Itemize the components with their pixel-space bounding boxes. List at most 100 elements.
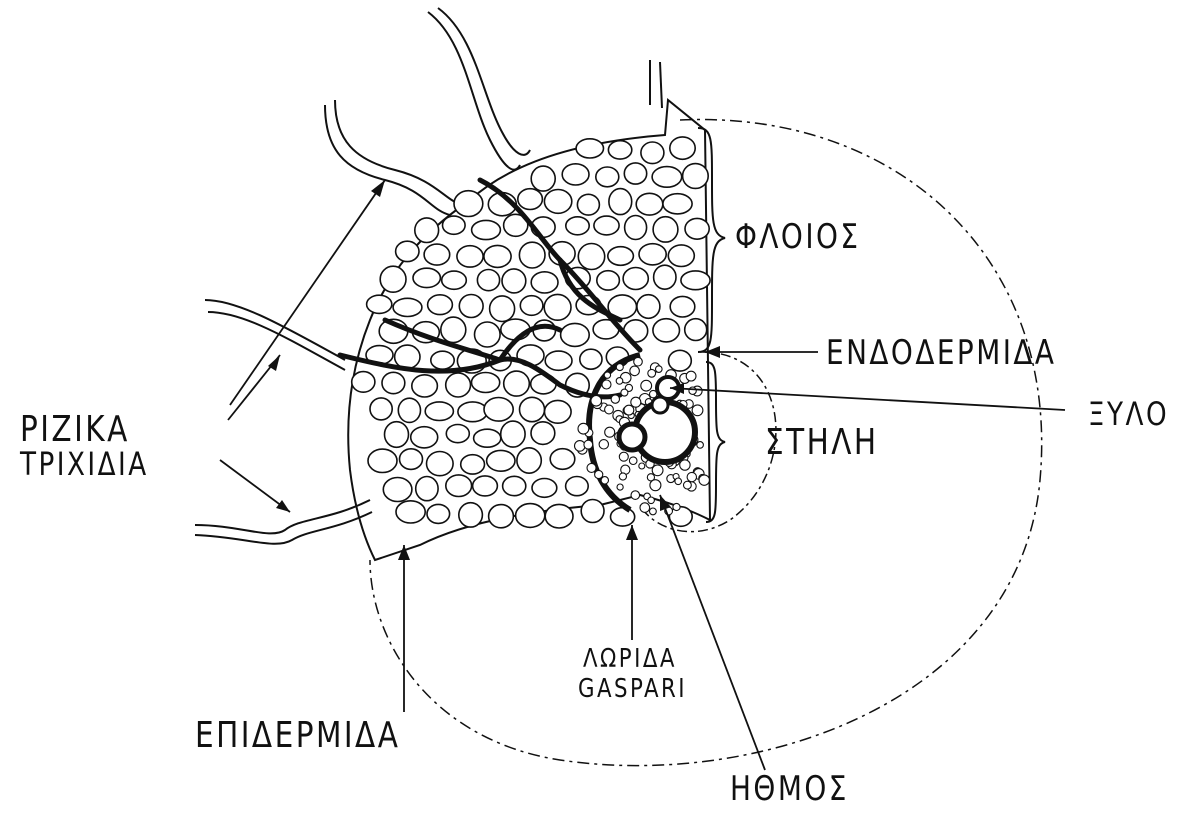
parenchyma-cell bbox=[454, 191, 483, 217]
parenchyma-cell bbox=[458, 402, 487, 422]
parenchyma-cell bbox=[382, 372, 405, 393]
stele-cell bbox=[692, 405, 703, 416]
label-root-hairs-line1: ΡΙΖΙΚΑ bbox=[20, 412, 130, 448]
stele-cell bbox=[656, 366, 663, 373]
label-cortex: ΦΛΟΙΟΣ bbox=[735, 220, 861, 254]
parenchyma-cell bbox=[670, 137, 695, 159]
parenchyma-cell bbox=[532, 479, 557, 498]
label-xylem: ΞΥΛΟ bbox=[1088, 398, 1169, 430]
parenchyma-cell bbox=[431, 351, 454, 369]
label-stele: ΣΤΗΛΗ bbox=[765, 425, 879, 461]
parenchyma-cell bbox=[502, 269, 526, 293]
parenchyma-cell bbox=[685, 319, 707, 341]
stele-cell bbox=[648, 369, 656, 377]
parenchyma-cell bbox=[383, 478, 412, 502]
parenchyma-cell bbox=[623, 268, 648, 290]
stele-cell bbox=[575, 441, 586, 452]
label-casparian-line1: ΛΩΡΙΔΑ bbox=[583, 646, 677, 672]
label-root-hairs-line2: ΤΡΙΧΙΔΙΑ bbox=[20, 448, 149, 480]
parenchyma-cell bbox=[474, 429, 501, 447]
parenchyma-cell bbox=[490, 296, 515, 322]
stele-cell bbox=[595, 470, 603, 478]
parenchyma-cell bbox=[352, 372, 375, 393]
parenchyma-cell bbox=[545, 351, 572, 370]
label-phloem: ΗΘΜΟΣ bbox=[730, 772, 849, 806]
parenchyma-cell bbox=[544, 294, 571, 320]
parenchyma-cell bbox=[411, 427, 438, 448]
parenchyma-cell bbox=[636, 193, 663, 215]
stele-cell bbox=[605, 405, 614, 414]
stele-cell bbox=[684, 481, 692, 489]
parenchyma-cell bbox=[412, 375, 438, 397]
stele-cell bbox=[602, 380, 611, 389]
parenchyma-cell bbox=[473, 476, 498, 496]
stele-cell bbox=[641, 380, 652, 391]
parenchyma-cell bbox=[459, 295, 483, 318]
parenchyma-cell bbox=[501, 421, 525, 447]
parenchyma-cell bbox=[472, 373, 500, 393]
parenchyma-cell bbox=[501, 319, 530, 340]
stele-cell bbox=[689, 387, 696, 394]
parenchyma-cell bbox=[576, 139, 603, 158]
parenchyma-cell bbox=[663, 194, 692, 214]
parenchyma-cell bbox=[670, 296, 695, 317]
parenchyma-cell bbox=[550, 449, 575, 470]
parenchyma-cell bbox=[609, 189, 632, 215]
parenchyma-cell bbox=[504, 371, 530, 396]
parenchyma-cell bbox=[594, 216, 619, 235]
root-hair-1 bbox=[428, 8, 530, 170]
parenchyma-cell bbox=[393, 298, 422, 316]
arrowhead-casparian bbox=[626, 525, 638, 540]
parenchyma-cell bbox=[413, 268, 440, 287]
parenchyma-cell bbox=[477, 270, 499, 291]
parenchyma-cell bbox=[653, 319, 680, 342]
parenchyma-cell bbox=[685, 218, 709, 239]
parenchyma-cell bbox=[484, 398, 513, 422]
stele-cell bbox=[619, 452, 628, 461]
parenchyma-cell bbox=[446, 475, 472, 497]
parenchyma-cell bbox=[531, 166, 555, 191]
parenchyma-cell bbox=[637, 295, 660, 319]
root-hair-3 bbox=[205, 300, 345, 370]
parenchyma-cell bbox=[428, 295, 453, 315]
stele-cell bbox=[639, 463, 645, 469]
stele-cell bbox=[630, 366, 640, 376]
stele-cell bbox=[631, 491, 640, 500]
stele-cell bbox=[673, 503, 680, 510]
stele-cell bbox=[648, 497, 655, 504]
cortex-bracket bbox=[698, 128, 725, 352]
parenchyma-cell bbox=[472, 220, 501, 239]
parenchyma-cell bbox=[545, 400, 572, 423]
stele-cell bbox=[617, 484, 623, 490]
parenchyma-cell bbox=[544, 190, 571, 214]
parenchyma-cell bbox=[520, 296, 543, 316]
parenchyma-cell bbox=[441, 317, 466, 342]
parenchyma-cell bbox=[442, 271, 467, 289]
parenchyma-cell bbox=[653, 217, 678, 242]
parenchyma-cell bbox=[368, 449, 397, 472]
stele-cell bbox=[621, 389, 628, 396]
parenchyma-cell bbox=[459, 503, 483, 527]
xylem-vessel-medium bbox=[619, 424, 645, 450]
parenchyma-cell bbox=[487, 450, 515, 471]
parenchyma-cell bbox=[577, 194, 599, 215]
parenchyma-cell bbox=[475, 322, 501, 347]
root-hair-top bbox=[650, 60, 662, 108]
parenchyma-cell bbox=[561, 323, 590, 346]
parenchyma-cell bbox=[446, 425, 469, 443]
stele-cell bbox=[624, 405, 634, 415]
parenchyma-cell bbox=[668, 245, 694, 267]
stele-cell bbox=[699, 475, 709, 485]
parenchyma-cell bbox=[669, 350, 692, 371]
stele-cell bbox=[578, 423, 589, 434]
parenchyma-cell bbox=[581, 500, 604, 523]
parenchyma-cell bbox=[681, 271, 710, 290]
parenchyma-cell bbox=[578, 244, 604, 270]
stele-cell bbox=[605, 427, 615, 437]
parenchyma-cell bbox=[503, 476, 526, 495]
stele-cell bbox=[686, 371, 696, 381]
label-epidermis: ΕΠΙΔΕΡΜΙΔΑ bbox=[195, 718, 400, 754]
parenchyma-cell bbox=[484, 245, 511, 267]
parenchyma-cell bbox=[652, 167, 682, 188]
